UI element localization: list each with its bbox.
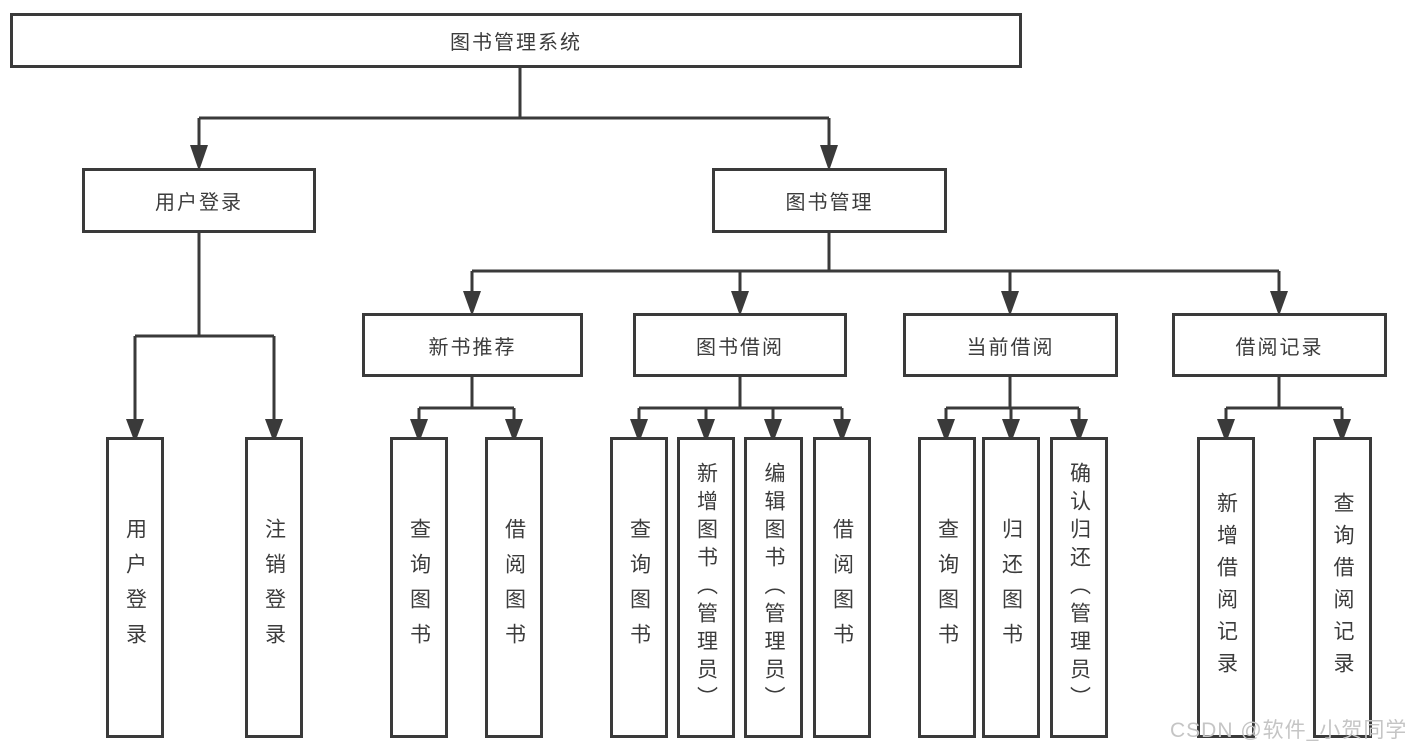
arrowhead-icon [937, 419, 955, 443]
leaf-logout: 注销登录 [245, 437, 303, 738]
leaf-query-borrow-record: 查询借阅记录 [1313, 437, 1372, 738]
arrowhead-icon [1001, 291, 1019, 316]
arrowhead-icon [265, 419, 283, 443]
leaf-query-books-borrow: 查询图书 [610, 437, 668, 738]
arrowhead-icon [505, 419, 523, 443]
node-label: 用户登录 [155, 192, 243, 214]
leaf-query-books-recommend: 查询图书 [390, 437, 448, 738]
leaf-label: 查询借阅记录 [1331, 491, 1354, 684]
leaf-label: 归还图书 [999, 517, 1023, 658]
leaf-label: 编辑图书（管理员） [762, 461, 785, 714]
leaf-edit-books-admin: 编辑图书（管理员） [744, 437, 803, 738]
arrowhead-icon [1070, 419, 1088, 443]
node-label: 当前借阅 [966, 336, 1055, 359]
arrowhead-icon [1217, 419, 1235, 443]
arrowhead-icon [1002, 419, 1020, 443]
arrowhead-icon [731, 291, 749, 316]
leaf-label: 借阅图书 [830, 517, 854, 658]
arrowhead-icon [463, 291, 481, 316]
leaf-label: 确认归还（管理员） [1067, 461, 1091, 714]
new-book-branch-connector [417, 377, 516, 421]
node-label: 图书管理系统 [450, 32, 582, 54]
arrowhead-icon [126, 419, 144, 443]
root-to-level1-connector [197, 68, 831, 147]
current-borrow-branch-connector [944, 377, 1081, 421]
node-library-management-system: 图书管理系统 [10, 13, 1022, 68]
node-book-management: 图书管理 [712, 168, 947, 233]
node-label: 图书借阅 [696, 336, 784, 359]
arrowhead-icon [697, 419, 715, 443]
arrowhead-icon [410, 419, 428, 443]
node-book-borrow: 图书借阅 [633, 313, 847, 377]
book-management-branch-connector [470, 233, 1281, 293]
borrow-records-branch-connector [1224, 377, 1344, 421]
arrowhead-icon [190, 145, 208, 171]
leaf-return-books: 归还图书 [982, 437, 1040, 738]
leaf-add-books-admin: 新增图书（管理员） [677, 437, 735, 738]
arrowhead-icon [820, 145, 838, 171]
arrowheads [126, 145, 1351, 443]
leaf-add-borrow-record: 新增借阅记录 [1197, 437, 1255, 738]
node-current-borrow: 当前借阅 [903, 313, 1118, 377]
user-login-branch-connector [133, 233, 276, 421]
arrowhead-icon [1333, 419, 1351, 443]
leaf-label: 借阅图书 [502, 517, 526, 658]
node-user-login: 用户登录 [82, 168, 316, 233]
leaf-confirm-return-admin: 确认归还（管理员） [1050, 437, 1108, 738]
leaf-label: 注销登录 [262, 517, 286, 658]
arrowhead-icon [833, 419, 851, 443]
node-label: 借阅记录 [1235, 336, 1324, 359]
leaf-label: 新增图书（管理员） [694, 461, 718, 714]
leaf-borrow-books-recommend: 借阅图书 [485, 437, 543, 738]
csdn-watermark: CSDN @软件_小贺同学 [1170, 719, 1405, 742]
node-label: 新书推荐 [428, 336, 517, 359]
leaf-label: 查询图书 [935, 517, 959, 658]
node-new-book-recommend: 新书推荐 [362, 313, 583, 377]
leaf-label: 查询图书 [407, 517, 431, 658]
leaf-label: 用户登录 [123, 517, 147, 658]
book-borrow-branch-connector [637, 377, 844, 421]
leaf-label: 新增借阅记录 [1214, 491, 1238, 684]
leaf-label: 查询图书 [627, 517, 651, 658]
leaf-user-login: 用户登录 [106, 437, 164, 738]
node-label: 图书管理 [785, 192, 874, 214]
leaf-borrow-books: 借阅图书 [813, 437, 871, 738]
node-borrow-records: 借阅记录 [1172, 313, 1387, 377]
arrowhead-icon [764, 419, 782, 443]
arrowhead-icon [630, 419, 648, 443]
leaf-query-books-current: 查询图书 [918, 437, 976, 738]
arrowhead-icon [1270, 291, 1288, 316]
